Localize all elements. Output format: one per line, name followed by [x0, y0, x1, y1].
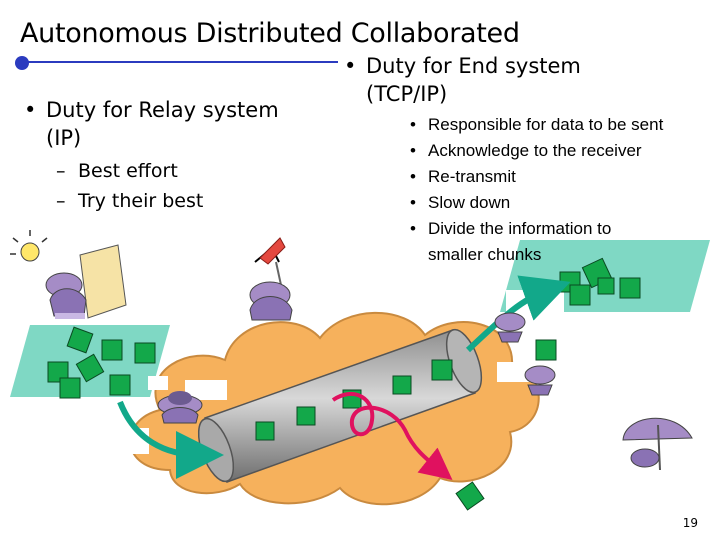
- duty-item: • Slow down: [410, 190, 663, 216]
- duty-item-label: Acknowledge to the receiver: [428, 141, 642, 160]
- bullet-dot: •: [410, 193, 416, 212]
- packet: [47, 361, 69, 383]
- packet: [431, 359, 453, 381]
- packet: [392, 375, 412, 395]
- bullet-dot: •: [344, 54, 357, 78]
- send-arrow: [117, 400, 224, 479]
- relay-sub-item-label: Best effort: [78, 160, 178, 182]
- relay-duty-block: • Duty for Relay system (IP) – Best effo…: [24, 96, 279, 216]
- duty-item: • Re-transmit: [410, 164, 663, 190]
- end-system-duty-list: • Responsible for data to be sent • Ackn…: [410, 112, 664, 268]
- packet: [535, 339, 557, 361]
- bullet-dot: •: [410, 219, 416, 238]
- slide-title: Autonomous Distributed Collaborated: [20, 18, 520, 49]
- packet: [75, 353, 105, 383]
- duty-item: • Divide the information to: [410, 216, 663, 242]
- sign-figure-clipart: [249, 237, 293, 321]
- relay-heading-line1: Duty for Relay system: [46, 98, 279, 122]
- relay-sub-list: – Best effort – Try their best: [56, 156, 279, 216]
- walking-figures-clipart: [494, 312, 556, 396]
- packet: [109, 374, 131, 396]
- label-box: [148, 376, 168, 390]
- end-system-heading-line2: (TCP/IP): [366, 82, 448, 106]
- relay-sub-item-label: Try their best: [78, 190, 204, 212]
- packet: [66, 326, 94, 354]
- relay-sub-item: – Try their best: [56, 186, 279, 216]
- duty-item: • Acknowledge to the receiver: [410, 138, 663, 164]
- lost-packet: [455, 481, 485, 511]
- packet: [569, 284, 591, 306]
- packet: [134, 342, 156, 364]
- duty-item-label: Slow down: [428, 193, 511, 212]
- duty-item-continuation: smaller chunks: [428, 245, 542, 264]
- end-system-heading-line1: Duty for End system: [366, 54, 581, 78]
- retransmit-arrow: [331, 392, 453, 480]
- bullet-dash: –: [56, 160, 66, 182]
- bullet-dash: –: [56, 190, 66, 212]
- duty-item-label: Divide the information to: [428, 219, 612, 238]
- end-system-heading: • Duty for End system: [344, 52, 581, 80]
- packet: [597, 277, 615, 295]
- relay-heading-line2: (IP): [46, 126, 82, 150]
- packet: [59, 377, 81, 399]
- worker-clipart-left: [157, 391, 203, 424]
- end-system-duty-block: • Duty for End system (TCP/IP): [344, 52, 581, 108]
- relay-sub-item: – Best effort: [56, 156, 279, 186]
- duty-item-label: Re-transmit: [428, 167, 516, 186]
- bullet-dot: •: [410, 167, 416, 186]
- packet: [101, 339, 123, 361]
- bullet-dot: •: [410, 141, 416, 160]
- label-box: [185, 380, 227, 400]
- duty-item: • Responsible for data to be sent: [410, 112, 664, 138]
- bullet-dot: •: [410, 115, 416, 134]
- page-number: 19: [682, 516, 698, 530]
- umbrella-figure-clipart: [622, 417, 693, 471]
- title-underline-dot: [15, 56, 29, 70]
- thinking-figure-clipart: [10, 230, 127, 319]
- packet: [296, 406, 316, 426]
- packet: [255, 421, 275, 441]
- duty-item-label: Responsible for data to be sent: [428, 115, 664, 134]
- packet: [619, 277, 641, 299]
- bullet-dot: •: [24, 98, 37, 122]
- relay-heading: • Duty for Relay system: [24, 96, 279, 124]
